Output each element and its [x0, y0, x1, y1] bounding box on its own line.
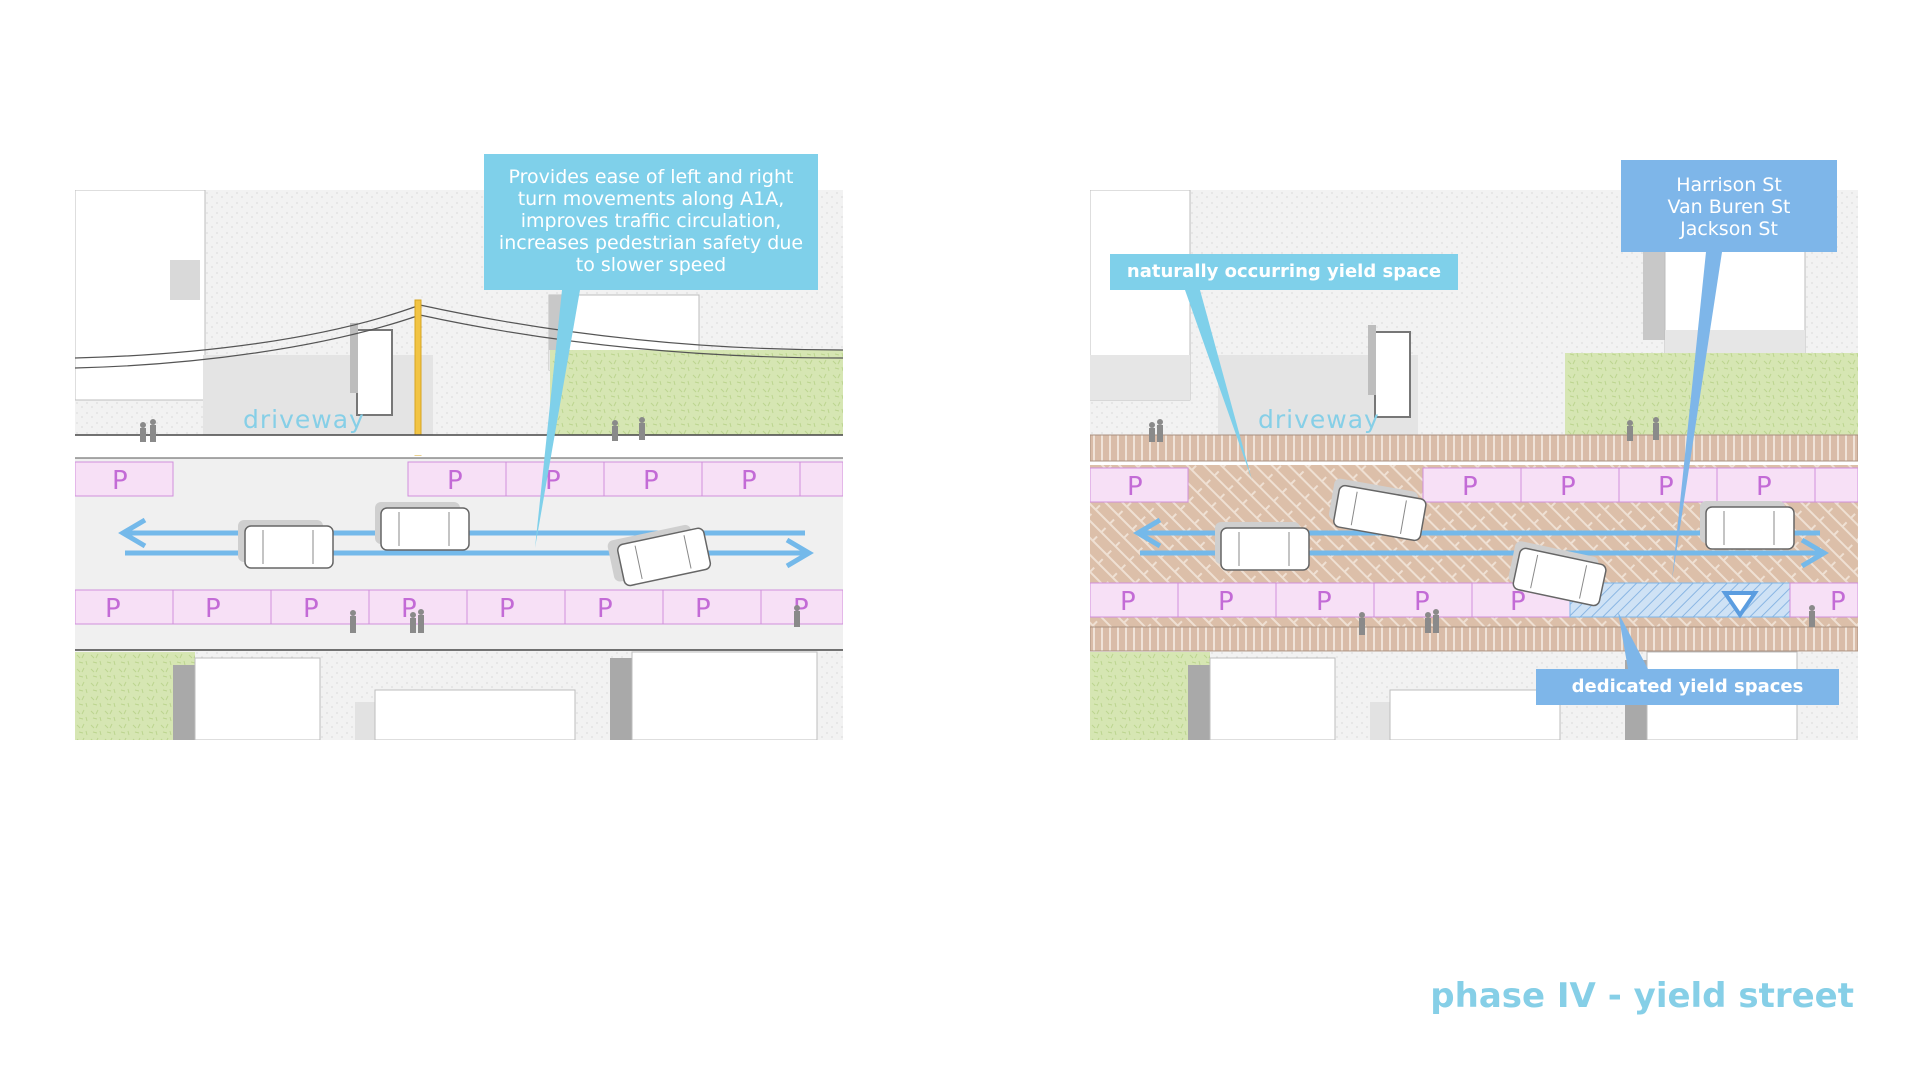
- building-shadow: [173, 665, 195, 740]
- parking-space: [75, 461, 174, 497]
- car: [1215, 522, 1310, 571]
- parking-label: P: [741, 466, 757, 496]
- building-bottom-3: [631, 651, 818, 740]
- building-bottom-1: [194, 657, 321, 740]
- arrowhead-left: [1133, 517, 1162, 549]
- building-top-left-base: [1090, 355, 1190, 400]
- pedestrian-group: [1149, 417, 1815, 635]
- bottom-paver-sidewalk: [1090, 626, 1858, 652]
- grass-top-right: [550, 350, 843, 435]
- sign-post-top: [356, 329, 393, 416]
- parking-space: [1814, 467, 1858, 503]
- top-paver-sidewalk: [1090, 434, 1858, 462]
- parking-label: P: [1658, 472, 1674, 502]
- car: [1328, 478, 1427, 542]
- arrowhead-right: [785, 537, 814, 569]
- car: [607, 524, 712, 587]
- building-bottom-2: [374, 689, 576, 740]
- parking-label: P: [205, 594, 221, 624]
- yield-triangle-icon: [1721, 591, 1759, 619]
- car: [238, 520, 334, 569]
- parking-label: P: [1560, 472, 1576, 502]
- parking-space: [466, 589, 566, 625]
- parking-label: P: [1127, 472, 1143, 502]
- parking-label: P: [1218, 587, 1234, 617]
- parking-space: [760, 589, 843, 625]
- top-sidewalk: [75, 435, 843, 455]
- arrowhead-left: [118, 517, 147, 549]
- parking-label: P: [545, 466, 561, 496]
- parking-label: P: [1462, 472, 1478, 502]
- left-benefits-callout: Provides ease of left and right turn mov…: [484, 154, 818, 290]
- parking-space: [1090, 467, 1189, 503]
- pedestrian-group: [140, 417, 800, 633]
- grass-top-right: [1565, 353, 1858, 435]
- parking-label: P: [105, 594, 121, 624]
- parking-space: [603, 461, 703, 497]
- arrowhead-right: [1800, 537, 1829, 569]
- parking-space: [407, 461, 507, 497]
- parking-label: P: [597, 594, 613, 624]
- parking-space: [172, 589, 272, 625]
- building-shadow: [610, 658, 632, 740]
- left-driveway-label: driveway: [243, 405, 365, 434]
- parking-space: [564, 589, 664, 625]
- parking-label: P: [1510, 587, 1526, 617]
- right-bottom-parking-row: P P P P P P: [1090, 582, 1858, 619]
- car: [375, 502, 470, 551]
- parking-label: P: [695, 594, 711, 624]
- street-names-callout: Harrison St Van Buren St Jackson St: [1621, 160, 1837, 252]
- parking-label: P: [1830, 587, 1846, 617]
- parking-label: P: [447, 466, 463, 496]
- sign-shadow: [1368, 325, 1376, 395]
- sign-shadow: [350, 323, 358, 393]
- parking-label: P: [499, 594, 515, 624]
- parking-space: [1422, 467, 1522, 503]
- parking-space: [1177, 582, 1277, 618]
- dedicated-yield-callout: dedicated yield spaces: [1536, 669, 1839, 705]
- sign-post-top: [1374, 331, 1411, 418]
- left-bottom-parking-row: P P P P P P P P: [75, 589, 843, 625]
- building-shadow: [1188, 665, 1210, 740]
- dedicated-yield-space: [1569, 582, 1791, 618]
- parking-label: P: [1414, 587, 1430, 617]
- parking-label: P: [1316, 587, 1332, 617]
- car: [1700, 501, 1795, 550]
- driveway-pad: [203, 355, 433, 435]
- utility-pole: [414, 299, 422, 456]
- parking-label: P: [1756, 472, 1772, 502]
- parking-space: [75, 589, 174, 625]
- parking-space: [662, 589, 762, 625]
- building-top-right-shadow: [1643, 250, 1665, 340]
- building-bottom-1: [1209, 657, 1336, 740]
- parking-space: [270, 589, 370, 625]
- phase-title: phase IV - yield street: [1430, 976, 1854, 1016]
- parking-label: P: [303, 594, 319, 624]
- right-driveway-label: driveway: [1258, 405, 1380, 434]
- parking-space: [799, 461, 843, 497]
- parking-label: P: [643, 466, 659, 496]
- building-top-right-shadow: [549, 295, 569, 350]
- parking-space: [1789, 582, 1858, 618]
- building-bottom-2: [1389, 689, 1561, 740]
- natural-yield-callout: naturally occurring yield space: [1110, 254, 1458, 290]
- car: [1508, 541, 1607, 607]
- parking-label: P: [112, 466, 128, 496]
- parking-space: [701, 461, 801, 497]
- parking-label: P: [1120, 587, 1136, 617]
- parking-space: [1090, 582, 1179, 618]
- building-top-left-step: [170, 260, 200, 300]
